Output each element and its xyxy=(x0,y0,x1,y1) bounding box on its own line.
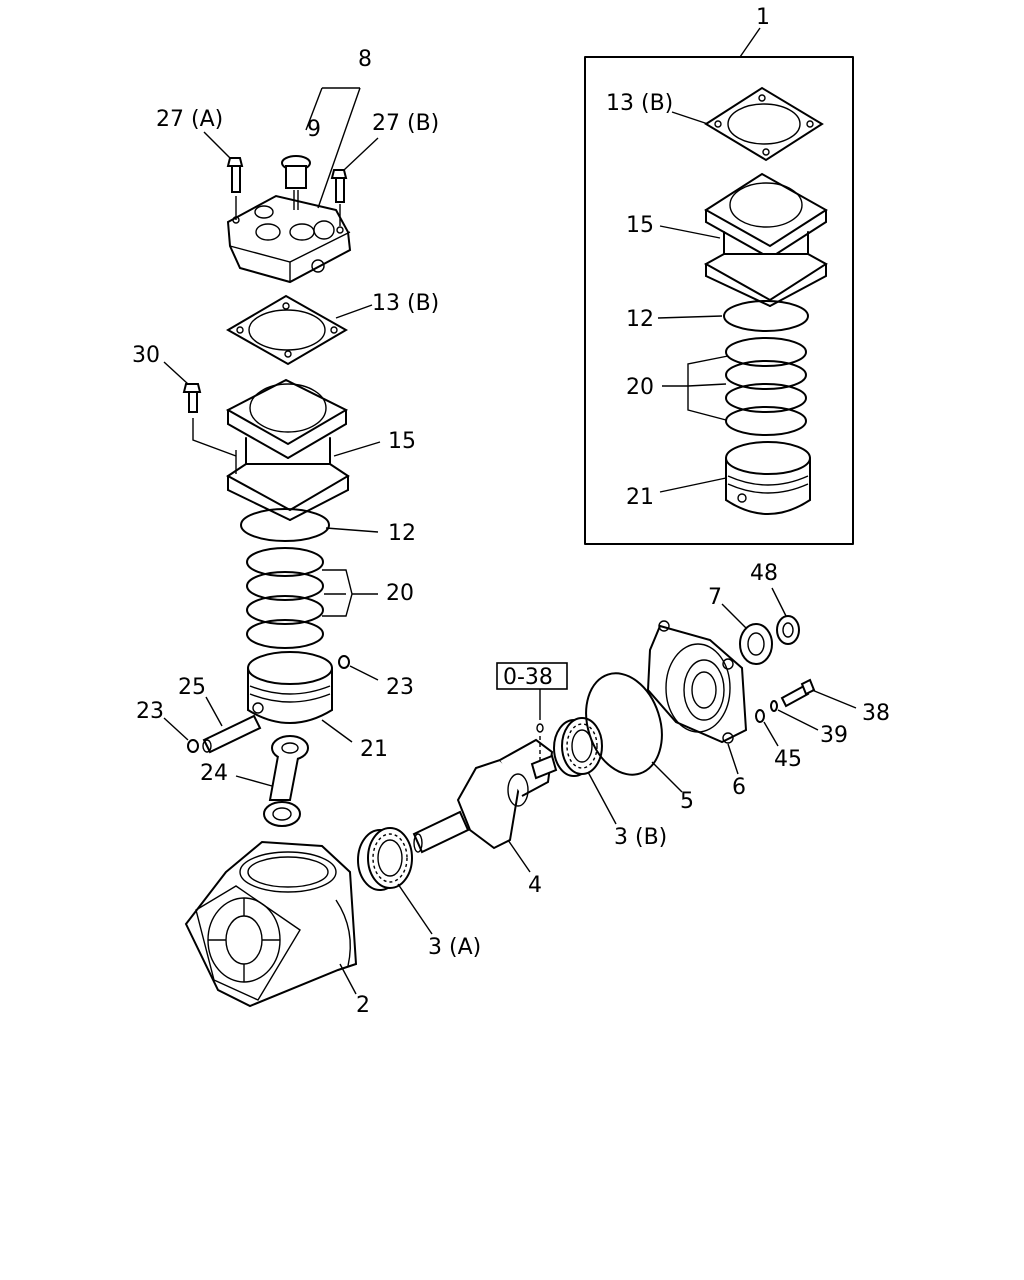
label-15-kit: 15 xyxy=(626,213,654,238)
bolt-38 xyxy=(780,678,816,708)
piston-pin-25 xyxy=(202,714,262,754)
label-2: 2 xyxy=(356,993,370,1018)
ref-label: 0-38 xyxy=(503,665,553,690)
o-ring-5 xyxy=(585,672,663,776)
label-4: 4 xyxy=(528,873,542,898)
label-13b-main: 13 (B) xyxy=(372,291,439,316)
kit-rings-20 xyxy=(725,337,807,436)
label-5: 5 xyxy=(680,789,694,814)
piston-21 xyxy=(247,651,333,724)
ref-0-38 xyxy=(496,662,568,764)
part-labels: 1 8 9 27 (A) 27 (B) 13 (B) 30 15 12 20 2… xyxy=(132,5,890,1018)
connecting-rod-24 xyxy=(263,735,309,827)
label-38: 38 xyxy=(862,701,890,726)
label-8: 8 xyxy=(358,47,372,72)
label-12-main: 12 xyxy=(388,521,416,546)
label-1: 1 xyxy=(756,5,770,30)
label-48: 48 xyxy=(750,561,778,586)
label-3b: 3 (B) xyxy=(614,825,667,850)
kit-box xyxy=(584,27,854,545)
label-21-kit: 21 xyxy=(626,485,654,510)
label-25: 25 xyxy=(178,675,206,700)
crankcase-2 xyxy=(184,840,358,1008)
ring-48 xyxy=(776,615,800,645)
bolt-30 xyxy=(182,383,202,430)
cylinder-head-8 xyxy=(226,194,352,284)
label-45: 45 xyxy=(774,747,802,772)
kit-gasket-13b xyxy=(704,86,824,162)
label-27a: 27 (A) xyxy=(156,107,223,132)
kit-ring-12 xyxy=(723,300,809,332)
label-7: 7 xyxy=(708,585,722,610)
crankshaft-4 xyxy=(412,738,558,854)
label-30: 30 xyxy=(132,343,160,368)
ring-12 xyxy=(240,508,330,542)
kit-cylinder-15 xyxy=(703,172,828,307)
washer-39 xyxy=(770,700,778,712)
bolt-27a xyxy=(226,157,244,220)
label-27b: 27 (B) xyxy=(372,111,439,136)
circlip-23-left xyxy=(187,739,199,753)
label-23-right: 23 xyxy=(386,675,414,700)
end-cover-6 xyxy=(646,620,748,744)
label-20-kit: 20 xyxy=(626,375,654,400)
washer-45 xyxy=(755,709,765,723)
bearing-3a xyxy=(357,827,413,891)
label-15-main: 15 xyxy=(388,429,416,454)
label-23-left: 23 xyxy=(136,699,164,724)
bolt-27b xyxy=(330,169,348,226)
label-21-main: 21 xyxy=(360,737,388,762)
bearing-3b xyxy=(553,717,603,777)
leader-lines xyxy=(163,87,857,995)
plug-9 xyxy=(281,155,311,210)
circlip-23-right xyxy=(338,655,350,669)
label-20-main: 20 xyxy=(386,581,414,606)
label-13b-kit: 13 (B) xyxy=(606,91,673,116)
gasket-13b xyxy=(225,294,349,366)
label-6: 6 xyxy=(732,775,746,800)
kit-piston-21 xyxy=(725,441,811,515)
label-9: 9 xyxy=(307,117,321,142)
label-39: 39 xyxy=(820,723,848,748)
label-12-kit: 12 xyxy=(626,307,654,332)
rings-20 xyxy=(246,547,324,649)
label-24: 24 xyxy=(200,761,228,786)
label-3a: 3 (A) xyxy=(428,935,481,960)
cylinder-15 xyxy=(192,378,350,521)
seal-7 xyxy=(739,623,773,665)
